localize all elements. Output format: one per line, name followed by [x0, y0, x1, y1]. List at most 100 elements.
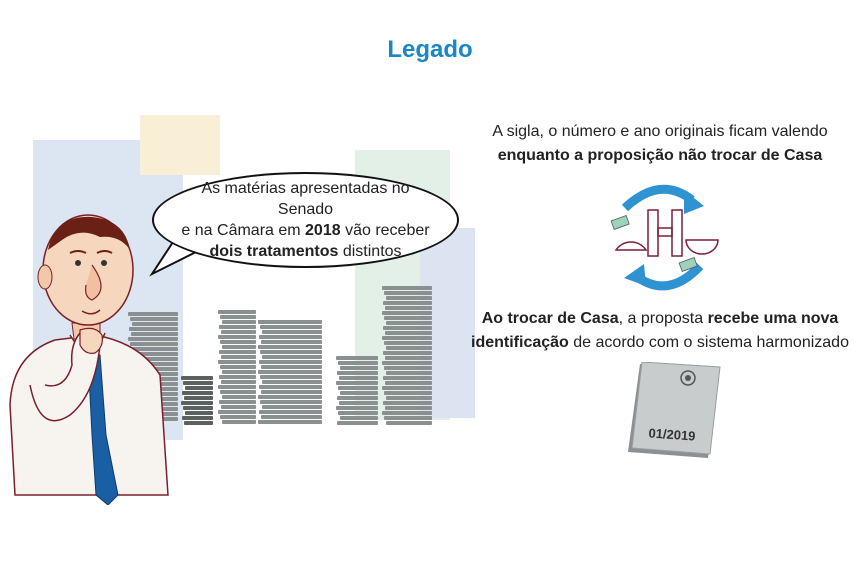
info-text-bottom: Ao trocar de Casa, a proposta recebe uma…: [470, 307, 850, 355]
paper-sheet: [340, 416, 378, 420]
speech-bubble: As matérias apresentadas no Senado e na …: [152, 172, 459, 268]
paper-sheet: [261, 340, 322, 344]
info-top-line-1: A sigla, o número e ano originais ficam …: [492, 123, 828, 140]
paper-sheet: [259, 335, 322, 339]
bubble-year: 2018: [305, 222, 341, 239]
paper-sheet: [181, 376, 213, 380]
paper-sheet: [261, 415, 322, 419]
paper-sheet: [260, 325, 322, 329]
paper-sheet: [385, 306, 432, 310]
info-bottom-text-1: , a proposta: [618, 310, 708, 327]
paper-sheet: [385, 356, 432, 360]
paper-sheet: [385, 406, 432, 410]
bubble-line-3-post: distintos: [338, 243, 402, 260]
paper-stack: [336, 356, 378, 426]
paper-sheet: [336, 356, 378, 360]
paper-sheet: [182, 416, 213, 420]
paper-sheet: [384, 291, 432, 295]
paper-sheet: [184, 421, 213, 425]
paper-sheet: [131, 357, 178, 361]
bubble-emphasis: dois tratamentos: [209, 243, 339, 260]
paper-sheet: [218, 385, 256, 389]
paper-sheet: [220, 365, 256, 369]
paper-sheet: [337, 371, 378, 375]
paper-sheet: [185, 386, 213, 390]
paper-sheet: [221, 380, 256, 384]
paper-sheet: [221, 355, 256, 359]
paper-sheet: [382, 286, 432, 290]
paper-sheet: [258, 320, 322, 324]
paper-sheet: [260, 350, 322, 354]
letter-h-icon: [647, 209, 683, 257]
paper-sheet: [130, 317, 178, 321]
paper-sheet: [128, 337, 178, 341]
paper-sheet: [259, 385, 322, 389]
paper-sheet: [338, 361, 378, 365]
paper-sheet: [340, 366, 378, 370]
paper-note-icon: [610, 214, 630, 230]
paper-sheet: [336, 406, 378, 410]
paper-sheet: [384, 316, 432, 320]
paper-sheet: [184, 396, 213, 400]
bg-panel-yellow: [140, 115, 220, 175]
paper-sheet: [183, 406, 213, 410]
paper-sheet: [385, 331, 432, 335]
paper-stack: [382, 286, 432, 426]
paper-sheet: [337, 421, 378, 425]
info-top-line-2: enquanto a proposição não trocar de Casa: [497, 147, 823, 164]
paper-sheet: [261, 365, 322, 369]
paper-sheet: [258, 395, 322, 399]
paper-sheet: [382, 411, 432, 415]
paper-sheet: [218, 360, 256, 364]
paper-sheet: [182, 391, 213, 395]
paper-sheet: [220, 340, 256, 344]
paper-stack: [258, 320, 322, 425]
paper-sheet: [181, 401, 213, 405]
paper-sheet: [221, 405, 256, 409]
paper-sheet: [337, 396, 378, 400]
info-bottom-text-2: de acordo com o sistema harmonizado: [568, 334, 849, 351]
document-seal-icon: [628, 362, 721, 458]
paper-sheet: [384, 391, 432, 395]
paper-sheet: [128, 362, 178, 366]
paper-sheet: [338, 411, 378, 415]
paper-sheet: [132, 347, 178, 351]
page-title: Legado: [387, 36, 473, 63]
paper-sheet: [220, 315, 256, 319]
paper-sheet: [258, 370, 322, 374]
info-bottom-bold-1: Ao trocar de Casa: [481, 310, 619, 327]
paper-sheet: [339, 376, 378, 380]
paper-sheet: [130, 342, 178, 346]
paper-sheet: [220, 390, 256, 394]
paper-sheet: [383, 401, 432, 405]
paper-sheet: [262, 330, 322, 334]
paper-sheet: [384, 341, 432, 345]
paper-sheet: [219, 350, 256, 354]
paper-sheet: [222, 370, 256, 374]
paper-sheet: [384, 416, 432, 420]
paper-sheet: [222, 320, 256, 324]
paper-sheet: [220, 415, 256, 419]
paper-sheet: [385, 381, 432, 385]
paper-sheet: [185, 411, 213, 415]
info-bottom-bold-3: identificação: [471, 334, 569, 351]
paper-sheet: [262, 355, 322, 359]
paper-sheet: [383, 301, 432, 305]
paper-sheet: [339, 401, 378, 405]
paper-sheet: [221, 330, 256, 334]
paper-sheet: [219, 400, 256, 404]
paper-sheet: [258, 345, 322, 349]
paper-sheet: [386, 371, 432, 375]
paper-sheet: [218, 310, 256, 314]
refresh-cycle-icon: [610, 184, 719, 291]
paper-sheet: [262, 405, 322, 409]
paper-sheet: [132, 322, 178, 326]
thinking-man-illustration: [9, 214, 169, 505]
paper-sheet: [183, 381, 213, 385]
paper-sheet: [386, 296, 432, 300]
paper-sheet: [218, 410, 256, 414]
paper-sheet: [340, 391, 378, 395]
paper-sheet: [259, 410, 322, 414]
paper-sheet: [336, 381, 378, 385]
paper-sheet: [262, 380, 322, 384]
